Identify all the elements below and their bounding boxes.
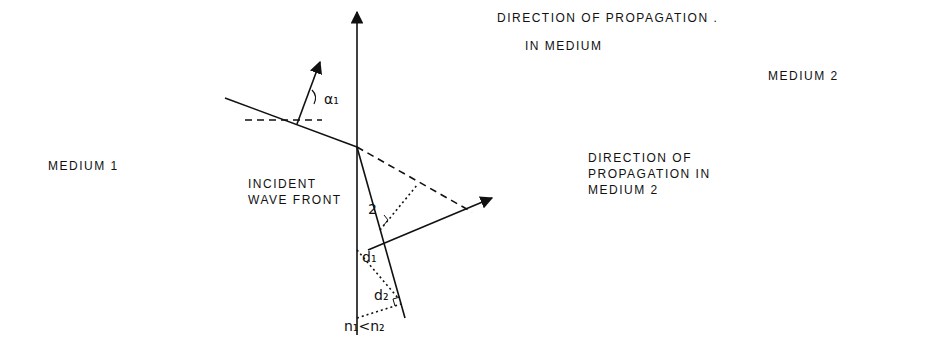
text-label: n₁<n₂ (344, 317, 385, 336)
text-label: MEDIUM 2 (768, 68, 839, 84)
text-label: α₁ (324, 90, 339, 109)
refracted-wavefront (357, 147, 405, 318)
refracted-direction-arrow (368, 198, 492, 250)
reference-line (245, 119, 322, 121)
angle-arc (312, 90, 316, 104)
text-label: DIRECTION OF PROPAGATION IN MEDIUM 2 (588, 150, 756, 199)
text-label: 2 (368, 200, 377, 219)
right-angle-mark (393, 297, 400, 306)
perpendicular-construction (380, 184, 418, 230)
text-label: d₁ (362, 248, 377, 267)
text-label: DIRECTION OF PROPAGATION . (497, 10, 718, 26)
text-label: IN MEDIUM (525, 38, 603, 54)
distance-d2 (357, 304, 401, 318)
incident-direction-arrow (297, 62, 320, 124)
text-label: INCIDENT WAVE FRONT (248, 176, 348, 208)
right-angle-mark (383, 215, 388, 226)
text-label: d₂ (374, 286, 389, 305)
normal-line (356, 12, 358, 335)
text-label: MEDIUM 1 (48, 158, 119, 174)
